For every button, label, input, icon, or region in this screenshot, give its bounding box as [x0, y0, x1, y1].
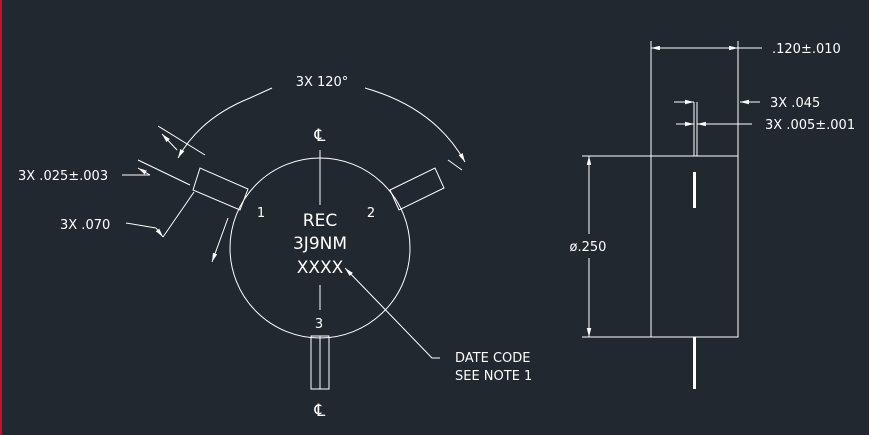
lead-width-extension-a — [157, 125, 206, 156]
pin-1-label: 1 — [257, 206, 265, 221]
lead-width-arrow-a — [161, 133, 178, 151]
lead-offset-leader — [125, 222, 157, 229]
lead-dia-label: 3X .005±.001 — [765, 118, 855, 133]
marking-line-3: XXXX — [297, 258, 344, 278]
angle-arc-left — [177, 97, 251, 159]
marking-line-2: 3J9NM — [293, 234, 347, 254]
centerline-symbol-bottom: ℄ — [314, 401, 326, 421]
angle-arc-right — [364, 87, 466, 163]
lead-offset-extension-b — [211, 217, 229, 263]
width-dimension-label: .120±.010 — [772, 42, 841, 57]
lead-width-label: 3X .025±.003 — [18, 169, 108, 184]
side-view: .120±.010 3X .045 3X .005±.001 ø.250 — [570, 41, 855, 389]
lead-internal-upper — [693, 172, 696, 208]
pin-3-label: 3 — [315, 317, 323, 332]
lead-width-extension-b — [137, 159, 191, 186]
lead-width-arrow-b — [137, 167, 151, 176]
window-edge — [0, 0, 2, 435]
lead-offset-extension-a — [162, 191, 195, 238]
lead-1 — [192, 167, 249, 211]
angle-arc-left-extension — [249, 87, 273, 99]
date-code-leader — [344, 267, 440, 359]
lead-external-lower — [693, 337, 696, 389]
angle-dimension-label: 3X 120° — [296, 75, 349, 90]
centerline-symbol-top: ℄ — [314, 126, 326, 146]
angle-arc-right-tick — [447, 159, 463, 171]
top-view: 3X 120° ℄ ℄ 3X .025±.003 3X .070 1 2 3 R… — [18, 75, 532, 421]
diameter-dimension-label: ø.250 — [570, 240, 607, 255]
lead-offset-arrow — [155, 227, 164, 238]
lead-spacing-label: 3X .045 — [770, 96, 820, 111]
lead-2 — [389, 167, 445, 211]
pin-2-label: 2 — [367, 206, 375, 221]
marking-line-1: REC — [303, 211, 337, 231]
date-code-note-line-2: SEE NOTE 1 — [455, 369, 532, 384]
lead-offset-label: 3X .070 — [60, 218, 110, 233]
date-code-note-line-1: DATE CODE — [455, 351, 531, 366]
